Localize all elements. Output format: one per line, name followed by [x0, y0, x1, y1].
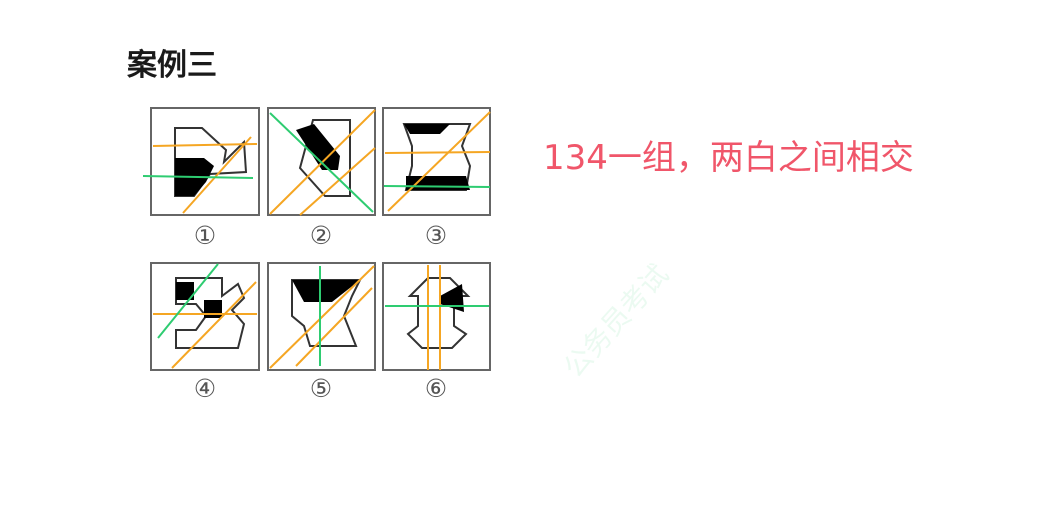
- figure-1: [142, 107, 260, 216]
- figure-2-green-line: [269, 112, 374, 213]
- figure-3-orange-line-a: [387, 111, 491, 212]
- figure-4: [150, 262, 260, 371]
- figure-2-orange-line-a: [269, 109, 376, 215]
- figure-2-black-shape: [296, 124, 340, 170]
- figure-6: [382, 262, 491, 371]
- figure-3: [382, 107, 491, 216]
- figure-label-1: ①: [193, 221, 217, 250]
- figure-3-black-shape-top: [404, 124, 450, 134]
- figure-2-orange-line-b: [299, 147, 376, 216]
- figure-label-2: ②: [309, 221, 333, 250]
- figure-1-orange-line-a: [152, 143, 258, 147]
- figure-5-orange-line-a: [269, 265, 375, 369]
- figure-4-green-line: [157, 263, 219, 339]
- figure-5: [267, 262, 376, 371]
- figure-5-black-shape: [292, 280, 360, 302]
- figure-4-black-shape-b: [204, 300, 222, 318]
- analysis-note: 134一组，两白之间相交: [543, 138, 914, 178]
- figure-4-orange-line-b: [171, 281, 257, 369]
- case-title: 案例三: [127, 48, 217, 83]
- figure-1-green-line: [142, 175, 254, 179]
- figure-label-6: ⑥: [424, 374, 448, 403]
- figure-3-orange-line-b: [384, 151, 491, 154]
- figure-5-orange-line-b: [295, 287, 373, 367]
- figure-1-orange-line-b: [182, 136, 252, 214]
- figure-4-black-shape-a: [176, 282, 194, 300]
- figure-label-3: ③: [424, 221, 448, 250]
- figure-3-green-line: [383, 185, 491, 188]
- figure-label-5: ⑤: [309, 374, 333, 403]
- figure-2: [267, 107, 376, 216]
- figure-label-4: ④: [193, 374, 217, 403]
